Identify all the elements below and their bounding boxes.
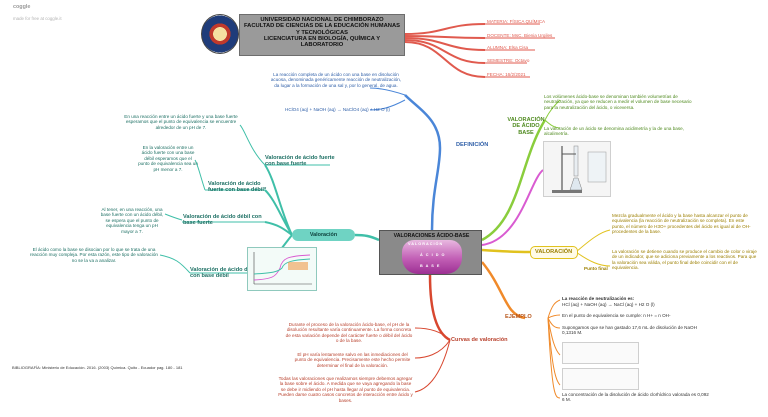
header-line-4: LICENCIATURA EN BIOLOGÍA, QUÍMICA Y bbox=[263, 35, 381, 42]
valoracion-b2-text: En la valoración entre un ácido fuerte c… bbox=[138, 145, 198, 172]
valoracion-right-node[interactable]: VALORACIÓN bbox=[530, 246, 578, 259]
center-word-3: B A S E bbox=[420, 264, 441, 268]
valoracion-b3-text: Al tener, en una reacción, una base fuer… bbox=[100, 207, 164, 234]
curvas-text3: Todas las valoraciones que realizamos si… bbox=[278, 376, 413, 403]
punto-final-label: Punto final bbox=[584, 266, 608, 271]
ejemplo-formula-image bbox=[562, 342, 639, 364]
valoracion-left-node[interactable]: Valoración bbox=[292, 229, 355, 241]
valoracion-b4-label: Valoración de ácido débil con base débil bbox=[190, 267, 258, 280]
curvas-label: Curvas de valoración bbox=[451, 337, 508, 343]
ejemplo-calculation-image bbox=[562, 368, 639, 390]
info-materia: MATERIA: FÍSICA QUÍMICA bbox=[487, 19, 546, 24]
valoracion-acido-base-label: VALORACIÓN DE ÁCIDO BASE bbox=[507, 117, 545, 136]
ejemplo-label: EJEMPLO bbox=[505, 314, 532, 320]
titration-curves-image bbox=[247, 247, 317, 291]
titration-apparatus-image bbox=[543, 141, 611, 197]
ejemplo-conclusion: La concentración de la disolución de áci… bbox=[562, 392, 709, 403]
valoracion-b2-label: Valoración de ácido fuerte con base débi… bbox=[208, 181, 267, 194]
center-word-1: VALORACIÓN bbox=[408, 242, 444, 246]
info-alumna: ALUMNA: Elsa Cisa bbox=[487, 45, 529, 50]
center-word-2: Á C I D O bbox=[420, 253, 446, 257]
valoracion-right-text1: Mezcla gradualmente el ácido y la base h… bbox=[612, 213, 751, 235]
header-line-1: UNIVERSIDAD NACIONAL DE CHIMBORAZO bbox=[260, 17, 384, 23]
valoracion-right-text2: La valoración se detiene cuando se produ… bbox=[612, 249, 757, 271]
flask-icon: VALORACIÓN Á C I D O B A S E bbox=[402, 240, 462, 274]
header-line-3: Y TECNOLÓGICAS bbox=[295, 29, 349, 36]
coggle-watermark: coggle bbox=[13, 4, 31, 10]
ejemplo-reaction: HCl (aq) + NaOH (aq) → NaCl (aq) + H2 O … bbox=[562, 302, 655, 307]
made-for-free-note: made for free at coggle.it bbox=[13, 16, 62, 21]
valoracion-b4-text: El ácido como la base se disocian por lo… bbox=[30, 247, 158, 263]
info-fecha: FECHA: 16/2/2021 bbox=[487, 72, 526, 77]
info-docente: DOCENTE: MsC. Bienia Urgiles bbox=[487, 33, 553, 38]
valoracion-acido-base-text2: La valoración de un ácido se denomina ac… bbox=[544, 126, 684, 137]
valoracion-b1-label: Valoración de ácido fuerte con base fuer… bbox=[265, 155, 335, 168]
ejemplo-supposed: Supongamos que se han gastado 17,6 mL de… bbox=[562, 325, 697, 336]
curvas-text1: Durante el proceso de la valoración ácid… bbox=[285, 322, 413, 344]
definicion-text: La reacción completa de un ácido con una… bbox=[270, 72, 402, 88]
definicion-equation: HClO4 (aq) + NaOH (aq) → NaClO4 (aq) + H… bbox=[285, 107, 390, 112]
header-line-2: FACULTAD DE CIENCIAS DE LA EDUCACIÓN HUM… bbox=[243, 23, 401, 30]
central-topic-title: VALORACIONES ÁCIDO-BASE bbox=[393, 233, 470, 239]
valoracion-b3-label: Valoración de ácido débil con base fuert… bbox=[183, 214, 262, 227]
bibliografia: BIBLIOGRAFÍA: Ministerio de Educación. 2… bbox=[12, 365, 183, 370]
university-seal-icon bbox=[201, 14, 239, 54]
definicion-label: DEFINICIÓN bbox=[456, 142, 489, 148]
valoracion-right-label: VALORACIÓN bbox=[535, 249, 573, 255]
header-line-5: LABORATORIO bbox=[300, 42, 344, 49]
valoracion-acido-base-text1: Los volúmenes ácido-base se denominan ta… bbox=[544, 94, 692, 110]
valoracion-b1-text: En una reacción entre un ácido fuerte y … bbox=[124, 114, 238, 130]
info-semestre: SEMESTRE: Octavo bbox=[487, 58, 530, 63]
central-topic-node[interactable]: VALORACIONES ÁCIDO-BASE VALORACIÓN Á C I… bbox=[379, 230, 482, 275]
curvas-text2: El pH varía lentamente salvo en las inme… bbox=[294, 352, 411, 368]
university-header: UNIVERSIDAD NACIONAL DE CHIMBORAZO FACUL… bbox=[239, 14, 405, 56]
ejemplo-reaction-title: La reacción de neutralización es: bbox=[562, 296, 635, 301]
ejemplo-point: En el punto de equivalencia se cumple: n… bbox=[562, 313, 671, 318]
